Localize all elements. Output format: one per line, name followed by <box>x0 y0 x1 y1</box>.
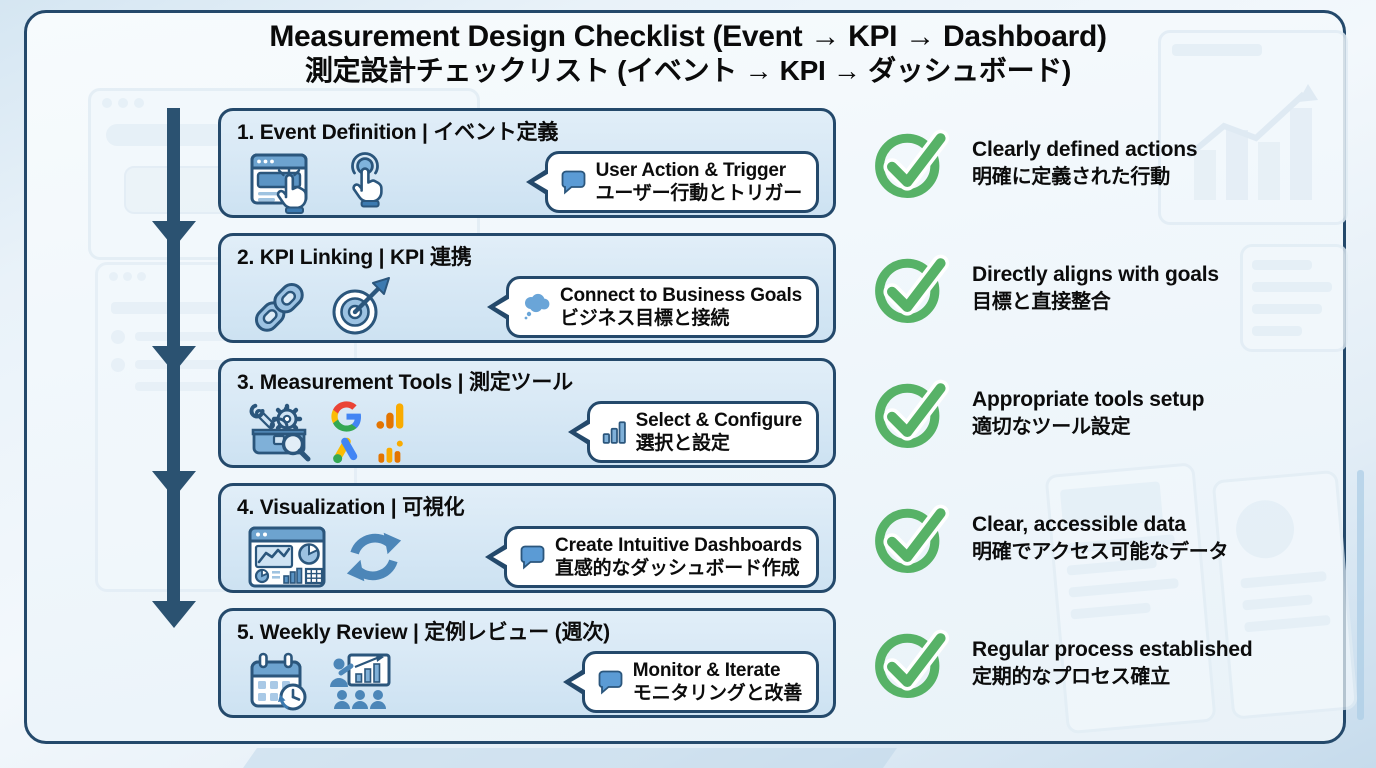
check-circle-icon <box>872 248 952 328</box>
bubble-1-text-en: User Action & Trigger <box>595 159 787 181</box>
check-item-4: Clear, accessible data 明確でアクセス可能なデータ <box>872 483 1358 593</box>
step-3-title: 3. Measurement Tools | 測定ツール <box>237 371 573 394</box>
timeline-arrowhead-3 <box>152 471 196 498</box>
toolbox-icon <box>247 401 313 463</box>
check-5-text-en: Regular process established <box>972 637 1253 661</box>
speech-bubble-3: Select & Configure 選択と設定 <box>567 401 819 463</box>
speech-bubble-5: Monitor & Iterate モニタリングと改善 <box>562 651 819 713</box>
bubble-5-text-ja: モニタリングと改善 <box>632 683 802 704</box>
google-ads-logo <box>331 435 361 465</box>
timeline-arrowhead-1 <box>152 221 196 248</box>
dashboard-icon <box>247 525 327 589</box>
thought-bubble-icon <box>521 293 551 321</box>
check-item-1: Clearly defined actions 明確に定義された行動 <box>872 108 1358 218</box>
check-circle-icon <box>872 373 952 453</box>
check-item-5: Regular process established 定期的なプロセス確立 <box>872 608 1358 718</box>
step-card-3: 3. Measurement Tools | 測定ツール <box>218 358 836 468</box>
step-1-title: 1. Event Definition | イベント定義 <box>237 121 559 144</box>
check-3-text-en: Appropriate tools setup <box>972 387 1205 411</box>
chat-bubble-icon <box>560 170 587 195</box>
bubble-4-text-en: Create Intuitive Dashboards <box>555 534 802 556</box>
step-card-5: 5. Weekly Review | 定例レビュー (週次) <box>218 608 836 718</box>
bg-bottom-strip <box>242 748 898 768</box>
bg-accent-vertical-bar <box>1357 470 1364 720</box>
checks-column: Clearly defined actions 明確に定義された行動 Direc… <box>872 108 1358 718</box>
check-1-text-en: Clearly defined actions <box>972 137 1198 161</box>
speech-bubble-1: User Action & Trigger ユーザー行動とトリガー <box>525 151 819 213</box>
timeline-arrowhead-4 <box>152 601 196 628</box>
check-2-text-en: Directly aligns with goals <box>972 262 1219 286</box>
google-logo <box>330 400 363 433</box>
target-arrow-icon <box>327 275 393 339</box>
google-analytics-logo <box>374 400 406 432</box>
check-2-text-ja: 目標と直接整合 <box>972 290 1111 313</box>
check-4-text-en: Clear, accessible data <box>972 512 1186 536</box>
browser-click-icon <box>247 150 317 214</box>
chat-bubble-icon <box>597 670 624 695</box>
page-title: Measurement Design Checklist (Event → KP… <box>0 20 1376 87</box>
refresh-cycle-icon <box>343 527 405 587</box>
bubble-4-text-ja: 直感的なダッシュボード作成 <box>555 558 800 579</box>
bubble-2-text-ja: ビジネス目標と接続 <box>559 308 730 329</box>
bubble-3-text-ja: 選択と設定 <box>635 433 730 454</box>
step-2-title: 2. KPI Linking | KPI 連携 <box>237 246 472 269</box>
google-tool-logos <box>329 400 407 465</box>
speech-bubble-4: Create Intuitive Dashboards 直感的なダッシュボード作… <box>485 526 819 588</box>
check-4-text-ja: 明確でアクセス可能なデータ <box>972 540 1229 563</box>
check-circle-icon <box>872 623 952 703</box>
check-item-3: Appropriate tools setup 適切なツール設定 <box>872 358 1358 468</box>
tap-gesture-icon <box>333 150 389 214</box>
step-card-2: 2. KPI Linking | KPI 連携 <box>218 233 836 343</box>
calendar-clock-icon <box>247 651 311 713</box>
bar-chart-icon <box>602 420 627 444</box>
check-circle-icon <box>872 498 952 578</box>
check-5-text-ja: 定期的なプロセス確立 <box>972 665 1170 688</box>
speech-bubble-2: Connect to Business Goals ビジネス目標と接続 <box>486 276 819 338</box>
step-card-4: 4. Visualization | 可視化 <box>218 483 836 593</box>
step-5-title: 5. Weekly Review | 定例レビュー (週次) <box>237 621 610 644</box>
check-circle-icon <box>872 123 952 203</box>
check-1-text-ja: 明確に定義された行動 <box>972 165 1170 188</box>
chart-bars-logo <box>375 435 405 465</box>
step-4-title: 4. Visualization | 可視化 <box>237 496 465 519</box>
check-3-text-ja: 適切なツール設定 <box>972 415 1131 438</box>
chat-bubble-icon <box>519 545 546 570</box>
check-item-2: Directly aligns with goals 目標と直接整合 <box>872 233 1358 343</box>
title-japanese: 測定設計チェックリスト (イベント → KPI → ダッシュボード) <box>304 54 1072 86</box>
bubble-1-text-ja: ユーザー行動とトリガー <box>595 183 803 204</box>
bubble-3-text-en: Select & Configure <box>635 409 803 431</box>
title-english: Measurement Design Checklist (Event → KP… <box>269 20 1107 53</box>
chain-link-icon <box>247 275 311 339</box>
bubble-5-text-en: Monitor & Iterate <box>632 659 781 681</box>
timeline-arrowhead-2 <box>152 346 196 373</box>
step-card-1: 1. Event Definition | イベント定義 <box>218 108 836 218</box>
steps-column: 1. Event Definition | イベント定義 <box>218 108 836 718</box>
bubble-2-text-en: Connect to Business Goals <box>559 284 802 306</box>
presentation-icon <box>327 651 393 713</box>
